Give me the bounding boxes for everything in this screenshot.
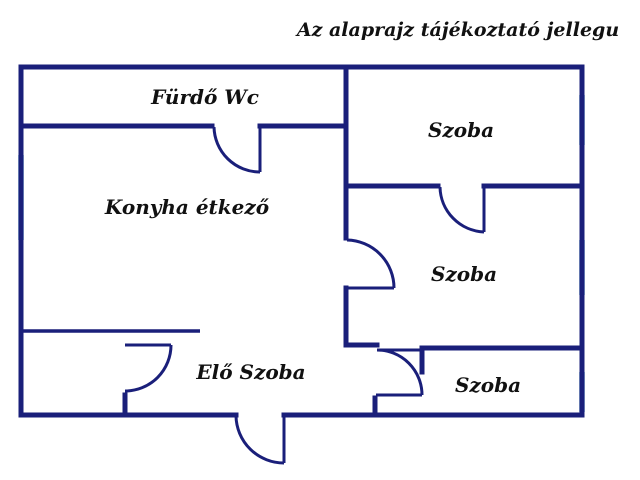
door-room-middle [346, 238, 396, 290]
room-label-bathroom: Fürdő Wc [150, 85, 259, 109]
doors [124, 126, 486, 465]
door-room-top [438, 186, 486, 234]
disclaimer-note: Az alaprajz tájékoztató jellegu [295, 19, 619, 41]
door-room-bottom [376, 348, 424, 397]
room-label-room-bottom: Szoba [455, 373, 521, 397]
room-label-room-middle: Szoba [431, 262, 497, 286]
door-hall-closet [124, 343, 173, 393]
room-label-room-top: Szoba [428, 118, 494, 142]
room-label-kitchen: Konyha étkező [104, 195, 270, 219]
walls [18, 64, 585, 418]
door-bathroom [212, 126, 262, 174]
room-label-hall: Elő Szoba [195, 360, 305, 384]
door-entrance [234, 415, 286, 465]
